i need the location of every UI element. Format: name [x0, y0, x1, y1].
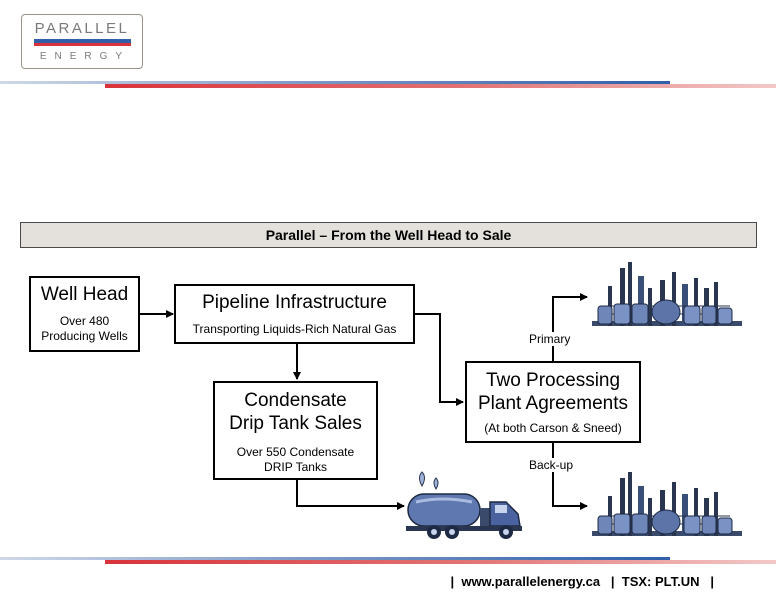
logo-blue-bar	[34, 39, 131, 43]
node-well-head: Well Head Over 480 Producing Wells	[29, 276, 140, 352]
node-pipeline: Pipeline Infrastructure Transporting Liq…	[174, 284, 415, 344]
logo-top-text: PARALLEL	[34, 20, 130, 37]
node-condensate-subtitle: Over 550 Condensate DRIP Tanks	[236, 445, 355, 474]
refinery-icon	[592, 472, 742, 536]
arrow-processing-primary	[552, 293, 588, 361]
node-processing: Two Processing Plant Agreements (At both…	[465, 361, 641, 443]
footer-rule-red	[105, 560, 776, 564]
node-processing-title: Two Processing Plant Agreements	[478, 370, 628, 414]
logo-red-bar	[34, 43, 131, 46]
header-rule-red	[105, 84, 776, 88]
node-pipeline-title: Pipeline Infrastructure	[202, 292, 387, 313]
refinery-icon	[592, 262, 742, 326]
tanker-truck-icon	[406, 471, 522, 539]
node-condensate-title: Condensate Drip Tank Sales	[229, 390, 362, 434]
diagram-title-banner: Parallel – From the Well Head to Sale	[20, 222, 757, 248]
node-pipeline-subtitle: Transporting Liquids-Rich Natural Gas	[192, 322, 397, 336]
label-primary: Primary	[527, 332, 573, 346]
node-well-head-title: Well Head	[40, 284, 129, 305]
arrow-processing-backup	[552, 443, 588, 510]
footer-rule-blue	[0, 557, 670, 560]
node-condensate: Condensate Drip Tank Sales Over 550 Cond…	[213, 381, 378, 480]
arrow-pipeline-to-processing	[415, 313, 464, 406]
logo-bottom-text: ENERGY	[39, 51, 131, 62]
node-well-head-subtitle: Over 480 Producing Wells	[41, 314, 128, 343]
footer-links: | www.parallelenergy.ca | TSX: PLT.UN |	[450, 574, 714, 589]
node-processing-subtitle: (At both Carson & Sneed)	[484, 421, 622, 435]
header-rule-blue	[0, 81, 670, 84]
parallel-energy-logo: PARALLEL ENERGY	[21, 14, 143, 69]
label-backup: Back-up	[527, 458, 576, 472]
arrow-condensate-to-truck	[296, 480, 405, 510]
